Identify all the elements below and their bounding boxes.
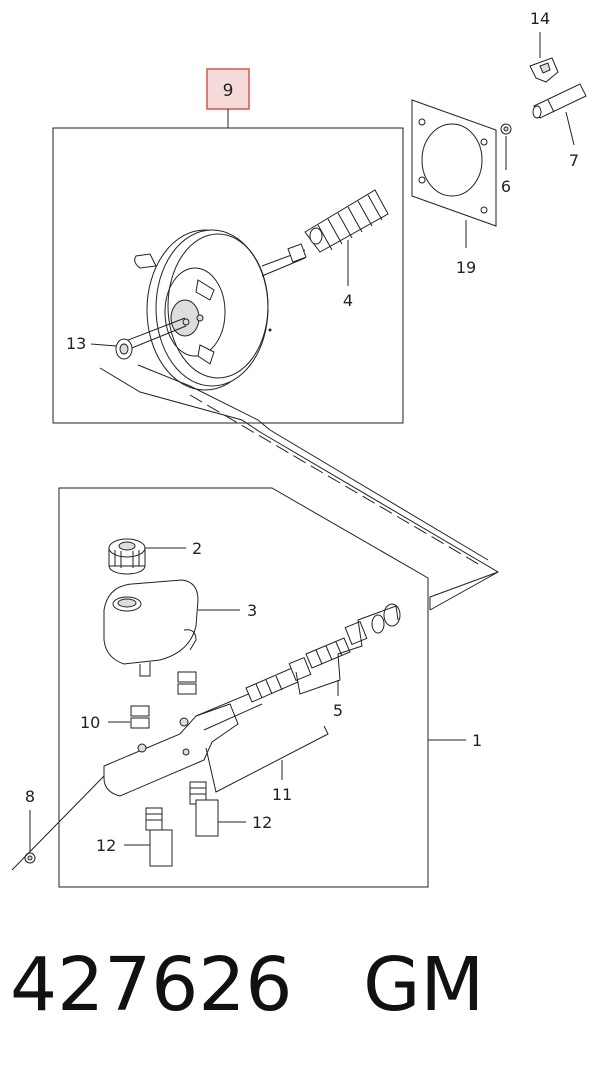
callout-13-leader (90, 343, 117, 347)
part-6-nut (500, 123, 512, 135)
brand-name: GM (363, 942, 485, 1028)
part-4-valve-assembly (304, 189, 389, 253)
part-3-reservoir (103, 579, 199, 677)
part-13-seal (115, 338, 133, 360)
callout-5-bracket (295, 605, 399, 695)
group-link-lines (99, 364, 500, 611)
callout-11-bracket (205, 725, 329, 793)
callout-13[interactable]: 13 (66, 334, 86, 353)
callout-3[interactable]: 3 (247, 601, 257, 620)
callout-6[interactable]: 6 (501, 177, 511, 196)
part-number-caption: 427626 GM (10, 948, 484, 1022)
part-10-grommets (130, 671, 197, 729)
callout-12-left[interactable]: 12 (96, 836, 116, 855)
callout-1[interactable]: 1 (472, 731, 482, 750)
callout-11[interactable]: 11 (272, 785, 292, 804)
mounting-stud-line (11, 775, 105, 871)
callout-2[interactable]: 2 (192, 539, 202, 558)
part-12-fitting-right (189, 781, 219, 837)
part-19-gasket (411, 99, 497, 227)
part-2-reservoir-cap (108, 538, 146, 575)
callout-7-leader (565, 111, 575, 146)
master-cylinder-body (103, 689, 263, 797)
part-7-pin (532, 83, 587, 119)
callout-10[interactable]: 10 (80, 713, 100, 732)
callout-8[interactable]: 8 (25, 787, 35, 806)
part-8-nut (24, 852, 36, 864)
brake-booster (117, 229, 307, 391)
callout-5[interactable]: 5 (333, 701, 343, 720)
callout-14[interactable]: 14 (530, 9, 550, 28)
callout-4[interactable]: 4 (343, 291, 353, 310)
callout-9[interactable]: 9 (223, 81, 234, 101)
callout-19[interactable]: 19 (456, 258, 476, 277)
callout-12-right[interactable]: 12 (252, 813, 272, 832)
master-cylinder-group-frame (58, 487, 429, 888)
part-12-fitting-left (145, 807, 173, 867)
part-14-clip (529, 57, 559, 83)
callout-7[interactable]: 7 (569, 151, 579, 170)
part-5-piston-springs (245, 603, 401, 703)
part-number: 427626 (10, 942, 293, 1028)
